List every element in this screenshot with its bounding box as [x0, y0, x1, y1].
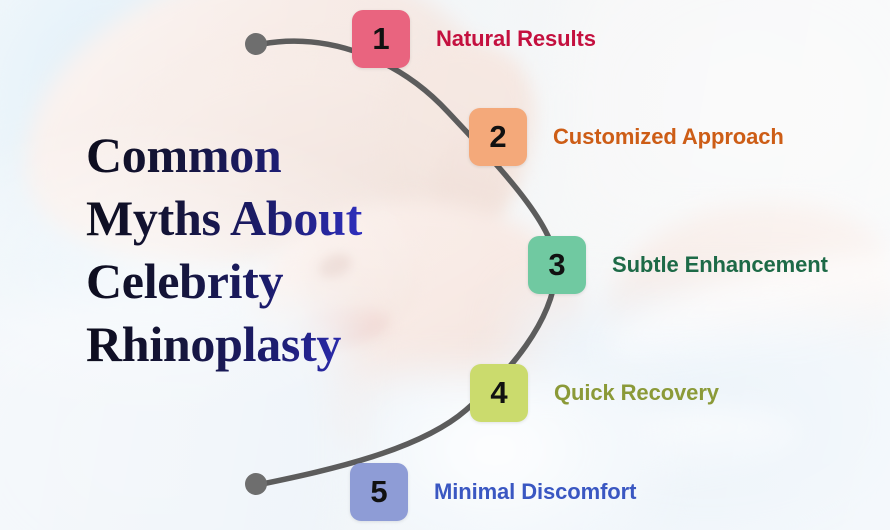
step-item-2[interactable]: 2 Customized Approach	[469, 108, 784, 166]
page-title-line-4: Rhinoplasty	[86, 313, 416, 376]
page-title: Common Myths About Celebrity Rhinoplasty	[86, 124, 416, 376]
step-item-3[interactable]: 3 Subtle Enhancement	[528, 236, 828, 294]
page-title-line-3: Celebrity	[86, 250, 416, 313]
step-number-3: 3	[548, 247, 566, 282]
step-label-2: Customized Approach	[553, 124, 784, 149]
step-badge-2[interactable]: 2	[469, 108, 527, 166]
step-number-1: 1	[372, 21, 390, 56]
step-badge-1[interactable]: 1	[352, 10, 410, 68]
step-badge-4[interactable]: 4	[470, 364, 528, 422]
step-badge-5[interactable]: 5	[350, 463, 408, 521]
step-label-4: Quick Recovery	[554, 380, 719, 405]
step-item-1[interactable]: 1 Natural Results	[352, 10, 596, 68]
step-label-1: Natural Results	[436, 26, 596, 51]
page-title-line-2: Myths About	[86, 187, 416, 250]
step-number-5: 5	[370, 474, 388, 509]
step-label-3: Subtle Enhancement	[612, 252, 828, 277]
step-item-5[interactable]: 5 Minimal Discomfort	[350, 463, 636, 521]
step-badge-3[interactable]: 3	[528, 236, 586, 294]
page-title-line-1: Common	[86, 124, 416, 187]
step-number-4: 4	[490, 375, 508, 410]
step-label-5: Minimal Discomfort	[434, 479, 637, 504]
step-number-2: 2	[489, 119, 507, 154]
step-item-4[interactable]: 4 Quick Recovery	[470, 364, 719, 422]
